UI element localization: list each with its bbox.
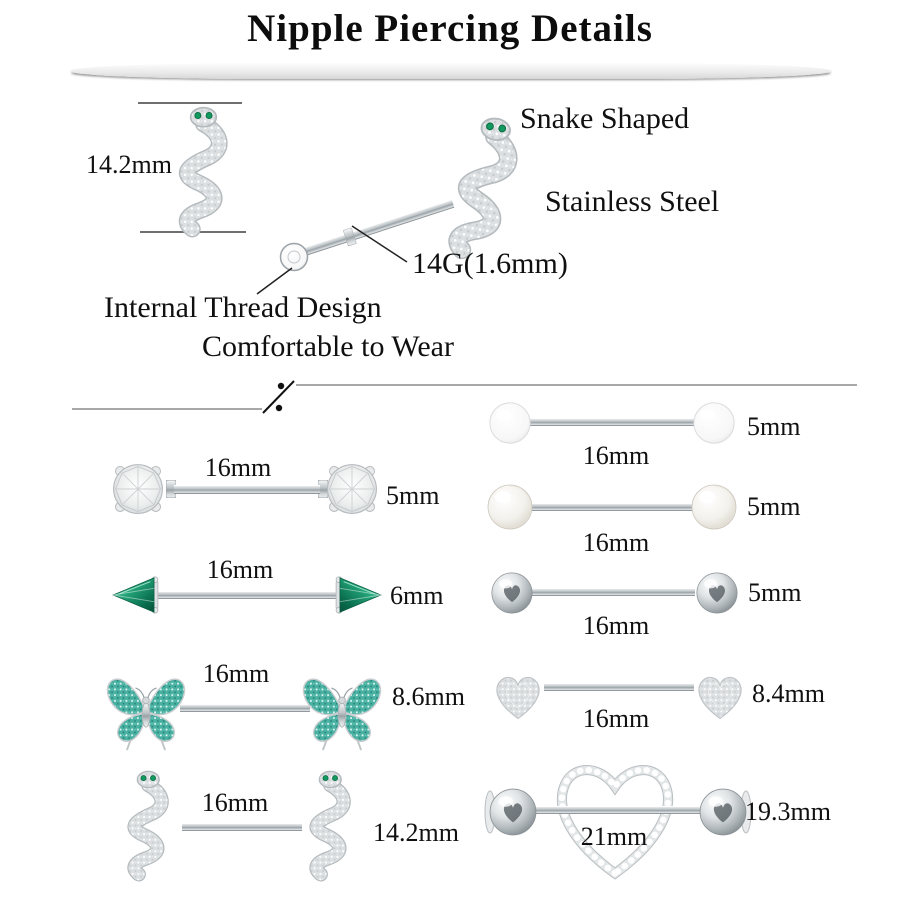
page-title: Nipple Piercing Details bbox=[247, 7, 653, 50]
size-label: 5mm bbox=[747, 492, 801, 521]
divider-line-left bbox=[72, 408, 262, 410]
size-label: 5mm bbox=[748, 578, 802, 607]
butterfly-icon bbox=[106, 678, 186, 752]
green-spike-icon bbox=[112, 576, 159, 614]
feature-internal-thread: Internal Thread Design bbox=[104, 291, 382, 324]
butterfly-icon bbox=[302, 678, 382, 752]
white-ball-icon bbox=[693, 402, 735, 444]
barbell-item-round-cz: 16mm 5mm bbox=[90, 448, 460, 534]
length-label: 16mm bbox=[206, 555, 274, 584]
snake-barbell-hero-art bbox=[256, 95, 580, 295]
title-underline-swoosh bbox=[70, 63, 832, 79]
barbell-item-white-ball: 5mm 16mm bbox=[480, 395, 840, 470]
feature-comfortable: Comfortable to Wear bbox=[202, 330, 454, 363]
threaded-ball-icon bbox=[279, 242, 309, 272]
size-label: 5mm bbox=[747, 412, 801, 441]
barbell-item-cz-heart: 8.4mm 16mm bbox=[480, 660, 840, 740]
green-spike-icon bbox=[335, 576, 382, 614]
barbell-item-heart-shield: 21mm 19.3mm bbox=[470, 740, 850, 895]
thread-pointer-line bbox=[256, 267, 293, 295]
length-label: 16mm bbox=[204, 453, 272, 482]
cz-gem-icon bbox=[327, 464, 377, 514]
length-label: 16mm bbox=[582, 528, 650, 557]
feature-snake-shaped: Snake Shaped bbox=[520, 102, 690, 135]
snake-charm-icon bbox=[316, 771, 343, 874]
size-label: 6mm bbox=[390, 581, 444, 610]
steel-ball-icon bbox=[491, 572, 533, 614]
snake-top-icon bbox=[456, 116, 515, 255]
steel-ball-icon bbox=[699, 788, 747, 836]
length-label: 21mm bbox=[580, 822, 648, 851]
length-label: 16mm bbox=[582, 611, 650, 640]
pearl-icon bbox=[487, 484, 533, 530]
barbell-item-steel-ball: 5mm 16mm bbox=[480, 565, 840, 640]
length-label: 16mm bbox=[201, 788, 269, 817]
length-label: 16mm bbox=[202, 659, 270, 688]
snake-barbell-art bbox=[90, 762, 400, 888]
pearl-icon bbox=[691, 484, 737, 530]
cz-heart-icon bbox=[496, 676, 540, 719]
length-label: 16mm bbox=[582, 704, 650, 733]
measure-line-top bbox=[138, 102, 242, 104]
barbell-item-snake: 16mm 14.2mm bbox=[90, 762, 460, 890]
barbell-item-pearl: 5mm 16mm bbox=[480, 478, 840, 557]
hero-height-label: 14.2mm bbox=[86, 150, 172, 179]
size-label: 8.6mm bbox=[392, 682, 465, 711]
gauge-pointer-line bbox=[351, 225, 408, 263]
divider-line-right bbox=[296, 384, 857, 386]
divider-break-mark bbox=[262, 380, 295, 414]
size-label: 14.2mm bbox=[373, 818, 459, 847]
size-label: 8.4mm bbox=[752, 679, 825, 708]
size-label: 5mm bbox=[386, 481, 440, 510]
barbell-item-green-spike: 16mm 6mm bbox=[90, 555, 460, 635]
feature-stainless-steel: Stainless Steel bbox=[545, 185, 720, 218]
length-label: 16mm bbox=[582, 441, 650, 470]
steel-ball-icon bbox=[489, 788, 537, 836]
snake-charm-icon bbox=[134, 771, 161, 874]
snake-charm-icon bbox=[163, 106, 235, 238]
white-ball-icon bbox=[489, 402, 531, 444]
cz-gem-icon bbox=[113, 464, 163, 514]
barbell-item-butterfly: 16mm 8.6mm bbox=[90, 655, 465, 765]
steel-ball-icon bbox=[696, 572, 738, 614]
size-label: 19.3mm bbox=[745, 797, 831, 826]
heart-shield-barbell-art bbox=[484, 740, 752, 895]
gauge-label: 14G(1.6mm) bbox=[412, 247, 568, 280]
cz-heart-icon bbox=[698, 676, 742, 719]
